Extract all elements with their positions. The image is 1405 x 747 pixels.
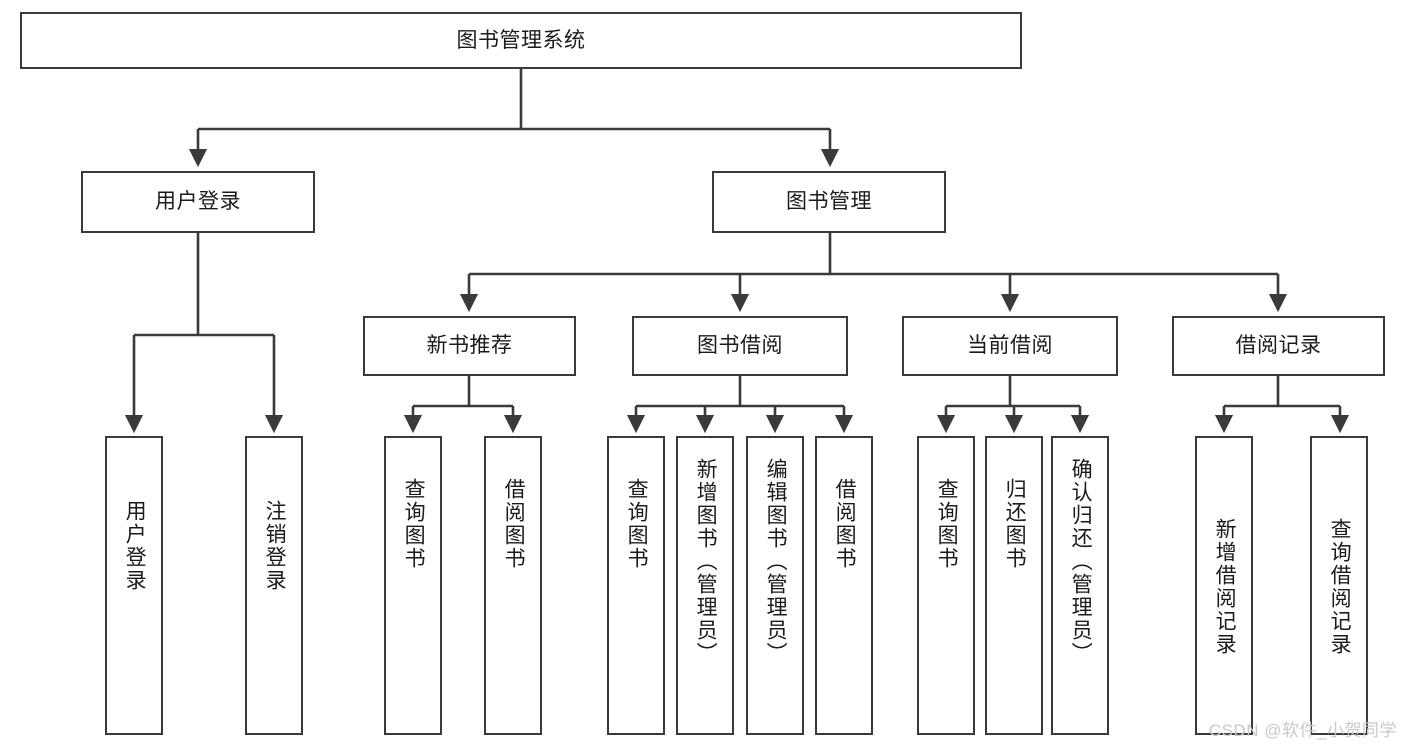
node-leaf-query-record-label: 查询借阅记录	[1328, 518, 1352, 656]
node-leaf-add-record[interactable]: 新增借阅记录	[1195, 436, 1253, 735]
node-leaf-borrow-book-2[interactable]: 借阅图书	[815, 436, 873, 735]
node-leaf-edit-book[interactable]: 编辑图书（管理员）	[746, 436, 804, 735]
node-leaf-confirm-return-label: 确认归还（管理员）	[1069, 458, 1093, 665]
node-book-manage-label: 图书管理	[786, 190, 872, 214]
node-borrow-record[interactable]: 借阅记录	[1172, 316, 1385, 376]
node-leaf-logout-login-label: 注销登录	[263, 500, 287, 592]
node-leaf-return-book[interactable]: 归还图书	[985, 436, 1043, 735]
node-book-borrow-label: 图书借阅	[697, 334, 783, 358]
node-leaf-add-book-label: 新增图书（管理员）	[694, 458, 718, 665]
node-leaf-query-book-2[interactable]: 查询图书	[607, 436, 665, 735]
node-leaf-return-book-label: 归还图书	[1003, 478, 1027, 570]
node-user-login[interactable]: 用户登录	[81, 171, 315, 233]
node-current-borrow[interactable]: 当前借阅	[902, 316, 1118, 376]
node-new-book-recommend[interactable]: 新书推荐	[363, 316, 576, 376]
node-root[interactable]: 图书管理系统	[20, 12, 1022, 69]
node-leaf-query-record[interactable]: 查询借阅记录	[1310, 436, 1368, 735]
node-leaf-query-book-3-label: 查询图书	[935, 478, 959, 570]
node-leaf-logout-login[interactable]: 注销登录	[245, 436, 303, 735]
node-current-borrow-label: 当前借阅	[967, 334, 1053, 358]
node-book-borrow[interactable]: 图书借阅	[632, 316, 848, 376]
node-leaf-user-login-label: 用户登录	[123, 500, 147, 592]
node-leaf-borrow-book-1-label: 借阅图书	[502, 478, 526, 570]
node-leaf-add-record-label: 新增借阅记录	[1213, 518, 1237, 656]
node-leaf-add-book[interactable]: 新增图书（管理员）	[676, 436, 734, 735]
node-book-manage[interactable]: 图书管理	[712, 171, 946, 233]
node-leaf-borrow-book-2-label: 借阅图书	[833, 478, 857, 570]
node-leaf-edit-book-label: 编辑图书（管理员）	[764, 458, 788, 665]
node-leaf-user-login[interactable]: 用户登录	[105, 436, 163, 735]
node-root-label: 图书管理系统	[456, 28, 586, 52]
node-leaf-borrow-book-1[interactable]: 借阅图书	[484, 436, 542, 735]
node-user-login-label: 用户登录	[155, 190, 241, 214]
node-leaf-query-book-1[interactable]: 查询图书	[384, 436, 442, 735]
node-borrow-record-label: 借阅记录	[1235, 334, 1322, 358]
node-new-book-recommend-label: 新书推荐	[426, 334, 513, 358]
node-leaf-query-book-1-label: 查询图书	[402, 478, 426, 570]
node-leaf-confirm-return[interactable]: 确认归还（管理员）	[1051, 436, 1109, 735]
node-leaf-query-book-2-label: 查询图书	[625, 478, 649, 570]
node-leaf-query-book-3[interactable]: 查询图书	[917, 436, 975, 735]
